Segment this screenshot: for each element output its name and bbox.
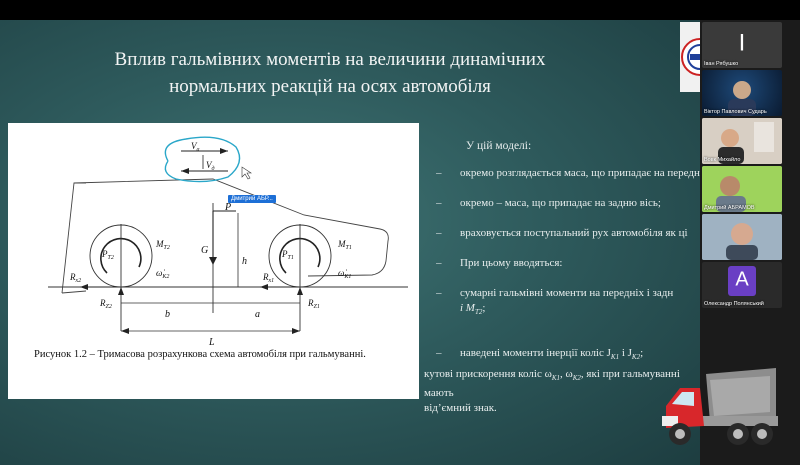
cursor-icon xyxy=(241,166,252,180)
bullet-sub-end: ; xyxy=(482,302,486,314)
bullet-continuation: і MT2; xyxy=(460,301,485,320)
participant-tile[interactable] xyxy=(702,214,782,260)
top-bar xyxy=(0,0,800,20)
weight-arrowhead xyxy=(209,257,217,265)
car-body-outline xyxy=(61,178,389,294)
bullet-subscript: T2 xyxy=(474,308,483,317)
figure-panel: Va Vд P G h b a L PТ2 PТ1 MТ2 MТ1 ω̇К2 ω… xyxy=(8,123,419,399)
slide-title: Вплив гальмівних моментів на величини ди… xyxy=(40,46,620,100)
label-Rx2: Rx2 xyxy=(69,272,81,284)
bullet-text: окремо розглядається маса, що припадає н… xyxy=(460,167,700,179)
participant-name: Дмитрий АБРАМОВ xyxy=(704,205,755,211)
tail-text-part: , які при гальмуванні мають xyxy=(424,368,680,400)
label-va: Va xyxy=(191,141,200,153)
model-heading: У цій моделі: xyxy=(466,140,532,152)
bullet-dash: – xyxy=(436,347,442,359)
participant-initial: A xyxy=(735,268,749,291)
rear-wheel-moment-arc xyxy=(100,237,142,274)
participant-name: Олександр Полянський xyxy=(704,301,764,307)
angular-acceleration-text: кутові прискорення коліс ωK1, ωK2, які п… xyxy=(424,367,700,416)
front-wheel-moment-arc xyxy=(279,237,321,274)
label-h: h xyxy=(242,256,247,267)
presentation-slide: Вплив гальмівних моментів на величини ди… xyxy=(0,20,700,465)
rear-rz-arrowhead xyxy=(118,287,124,295)
label-PT1: PТ1 xyxy=(281,249,294,261)
velocity-vd-arrowhead xyxy=(181,168,189,174)
front-rx-arrowhead xyxy=(260,284,268,290)
participant-tile[interactable]: Вовк Михайло xyxy=(702,118,782,164)
participant-avatar xyxy=(702,166,782,212)
bullet-text: сумарні гальмівні моменти на передніх і … xyxy=(460,287,674,299)
bullet-dash: – xyxy=(436,167,442,179)
bullet-dash: – xyxy=(436,257,442,269)
title-line-1: Вплив гальмівних моментів на величини ди… xyxy=(114,49,546,70)
L-arrow-right xyxy=(292,328,300,334)
label-a: a xyxy=(255,309,260,320)
figure-caption: Рисунок 1.2 – Тримасова розрахункова схе… xyxy=(34,349,366,360)
bullet-list: – окремо розглядається маса, що припадає… xyxy=(436,162,700,362)
participant-tile[interactable]: Дмитрий АБРАМОВ xyxy=(702,166,782,212)
participant-tile[interactable]: Віктор Павлович Сударь xyxy=(702,70,782,116)
label-wK1: ω̇К1 xyxy=(338,268,351,280)
bullet-end-text: ; xyxy=(640,347,644,359)
participant-avatar xyxy=(702,118,782,164)
label-MT1: MТ1 xyxy=(337,239,352,251)
tail-text-line2: від’ємний знак. xyxy=(424,402,497,415)
annotator-name-tag: Дмитрий АБР... xyxy=(228,195,276,203)
bullet-text: наведені моменти інерції коліс J xyxy=(460,347,611,359)
participant-tile[interactable]: I Іван Рябушко xyxy=(702,22,782,68)
label-PT2: PТ2 xyxy=(101,249,114,261)
annotation-circle xyxy=(164,136,241,183)
bullet-dash: – xyxy=(436,287,442,299)
participant-avatar xyxy=(728,266,756,296)
label-MT2: MТ2 xyxy=(155,239,170,251)
front-rz-arrowhead xyxy=(297,287,303,295)
label-P: P xyxy=(224,202,231,213)
participant-tile[interactable]: A Олександр Полянський xyxy=(702,262,782,308)
label-vd: Vд xyxy=(206,160,215,172)
label-wK2: ω̇К2 xyxy=(156,268,169,280)
tail-subscript: K2 xyxy=(572,374,581,383)
label-L: L xyxy=(208,337,215,348)
velocity-va-arrowhead xyxy=(220,148,228,154)
dump-truck-illustration xyxy=(662,368,778,445)
bullet-dash: – xyxy=(436,197,442,209)
participant-avatar: I xyxy=(738,29,746,57)
label-Rz2: RZ2 xyxy=(99,298,112,310)
bullet-text: окремо – маса, що припадає на задню вісь… xyxy=(460,197,661,209)
L-arrow-left xyxy=(121,328,129,334)
participant-avatar xyxy=(728,81,756,116)
label-Rz1: RZ1 xyxy=(307,298,320,310)
bullet-text: враховується поступальний рух автомобіля… xyxy=(460,227,688,239)
label-b: b xyxy=(165,309,170,320)
bullet-subscript: K2 xyxy=(631,353,641,362)
bullet-dash: – xyxy=(436,227,442,239)
participant-name: Вовк Михайло xyxy=(704,157,741,163)
label-G: G xyxy=(201,245,208,256)
bullet-text: При цьому вводяться: xyxy=(460,257,563,269)
participant-name: Віктор Павлович Сударь xyxy=(704,109,767,115)
bullet-text-rich: наведені моменти інерції коліс JK1 і JK2… xyxy=(460,346,643,362)
title-line-2: нормальних реакцій на осях автомобіля xyxy=(169,76,491,97)
label-Rx1: Rx1 xyxy=(262,272,274,284)
participant-name: Іван Рябушко xyxy=(704,61,739,67)
participants-panel: I Іван Рябушко Віктор Павлович Сударь Во… xyxy=(700,20,800,465)
bullet-mid-text: і J xyxy=(619,347,632,359)
bullet-subscript: K1 xyxy=(610,353,620,362)
tail-text-mid: , ω xyxy=(560,368,573,380)
tail-text-part: кутові прискорення коліс ω xyxy=(424,368,552,380)
tail-subscript: K1 xyxy=(551,374,560,383)
participant-avatar xyxy=(702,214,782,260)
bullet-sub-text: і M xyxy=(460,302,475,314)
vehicle-scheme-diagram: Va Vд P G h b a L PТ2 PТ1 MТ2 MТ1 ω̇К2 ω… xyxy=(48,136,408,348)
rear-rx-arrowhead xyxy=(80,284,88,290)
